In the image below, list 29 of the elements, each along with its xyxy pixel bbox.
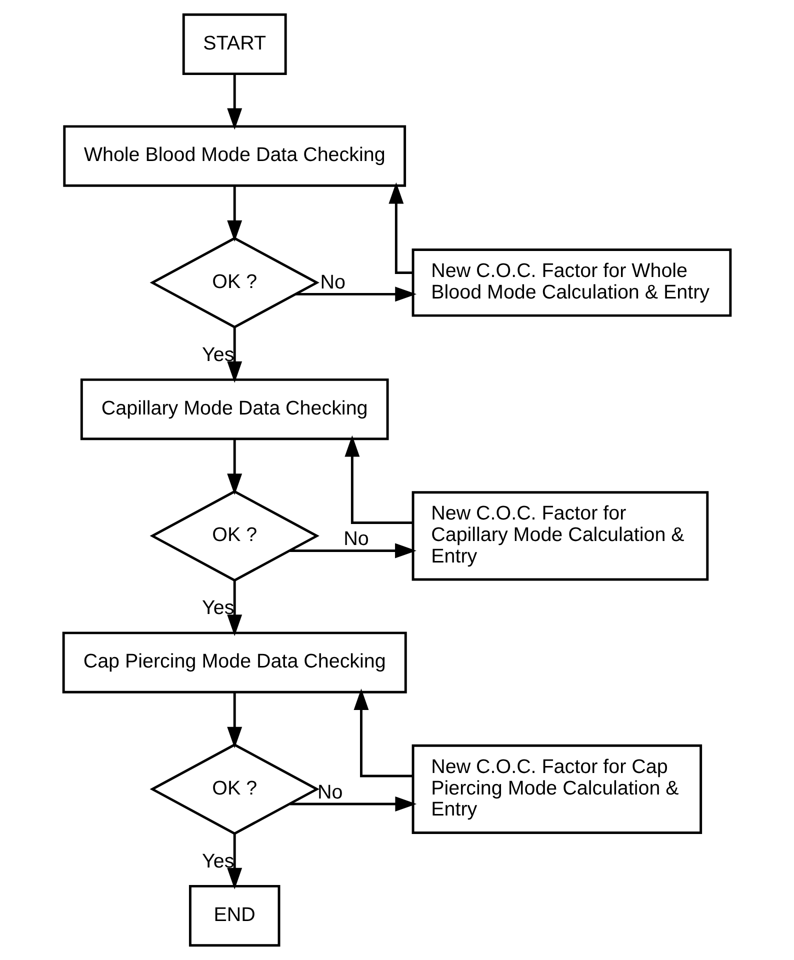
edge-label: No bbox=[344, 528, 369, 550]
arrow bbox=[354, 688, 413, 778]
node-box: Capillary Mode Data Checking bbox=[80, 378, 389, 440]
edge-label: Yes bbox=[202, 850, 234, 872]
node-box: New C.O.C. Factor for Whole Blood Mode Calculation & Entry bbox=[412, 248, 732, 317]
node-diamond: OK ? bbox=[150, 490, 320, 582]
node-box: START bbox=[182, 13, 287, 76]
node-box: END bbox=[188, 884, 280, 947]
node-box: New C.O.C. Factor for Cap Piercing Mode Calculation & Entry bbox=[412, 744, 702, 834]
edge-label: No bbox=[317, 781, 343, 804]
arrow bbox=[227, 74, 242, 130]
arrow bbox=[344, 435, 413, 524]
arrow bbox=[227, 580, 242, 636]
node-box: Cap Piercing Mode Data Checking bbox=[62, 632, 407, 694]
arrow bbox=[227, 692, 242, 748]
node-box: Whole Blood Mode Data Checking bbox=[63, 125, 406, 187]
arrow bbox=[227, 186, 242, 242]
node-box: New C.O.C. Factor for Capillary Mode Calculation & Entry bbox=[412, 491, 709, 581]
node-diamond: OK ? bbox=[150, 743, 320, 835]
arrow bbox=[290, 796, 417, 812]
edge-label: Yes bbox=[202, 597, 234, 620]
arrow bbox=[290, 543, 416, 558]
edge-label: Yes bbox=[202, 344, 234, 366]
node-diamond: OK ? bbox=[150, 236, 320, 328]
arrow bbox=[227, 439, 242, 495]
arrow bbox=[296, 286, 417, 302]
arrow bbox=[227, 834, 242, 890]
edge-label: No bbox=[320, 272, 346, 294]
arrow bbox=[227, 328, 242, 383]
